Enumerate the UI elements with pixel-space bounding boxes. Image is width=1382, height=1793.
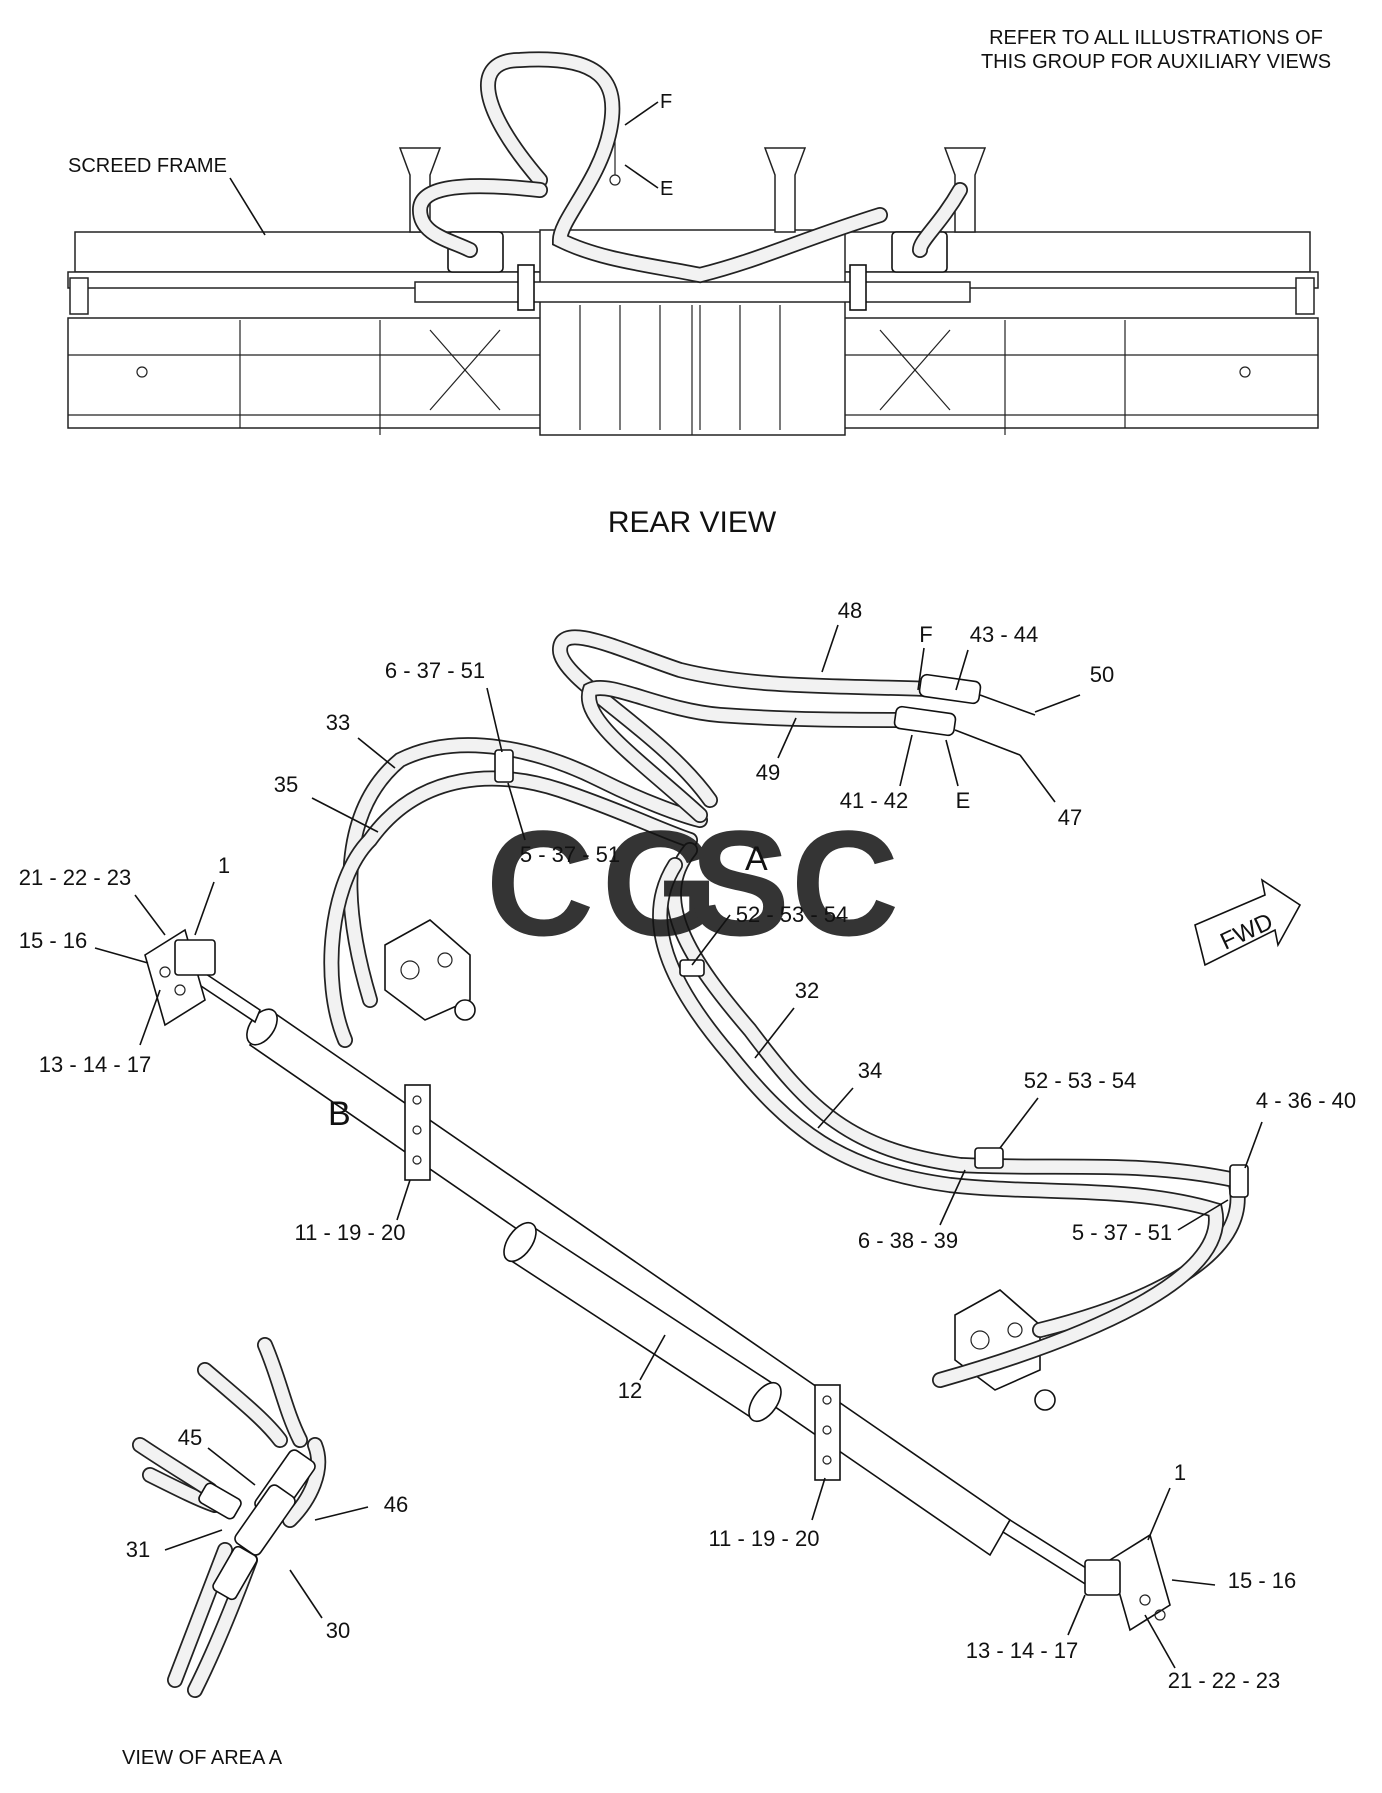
callout-34: 34 — [858, 1058, 882, 1083]
callout-43-44: 43 - 44 — [970, 622, 1039, 647]
callout-13-14-17-left: 13 - 14 - 17 — [39, 1052, 152, 1077]
view-of-area-a-caption: VIEW OF AREA A — [122, 1747, 283, 1769]
callout-13-14-17-right: 13 - 14 - 17 — [966, 1638, 1079, 1663]
watermark-letter-s: S — [690, 799, 790, 967]
callout-15-16-right: 15 - 16 — [1228, 1568, 1297, 1593]
callout-11-19-20-right: 11 - 19 - 20 — [709, 1526, 820, 1551]
callout-33: 33 — [326, 710, 350, 735]
area-a-detail: 45 46 31 30 — [126, 1337, 408, 1698]
left-mount-bracket — [404, 1084, 431, 1181]
callout-31: 31 — [126, 1537, 150, 1562]
callout-5-37-51-mid: 5 - 37 - 51 — [520, 842, 620, 867]
watermark-letter-g: G — [602, 799, 719, 967]
area-a-label: A — [745, 840, 768, 878]
callout-4-36-40: 4 - 36 - 40 — [1256, 1088, 1356, 1113]
callout-52-53-54-right: 52 - 53 - 54 — [1024, 1068, 1137, 1093]
left-valve-assembly — [384, 919, 471, 1021]
callout-21-22-23-left: 21 - 22 - 23 — [19, 865, 132, 890]
callout-f: F — [919, 622, 932, 647]
callout-49: 49 — [756, 760, 780, 785]
watermark-letter-c2: C — [791, 799, 899, 967]
main-assembly-illustration — [144, 629, 1249, 1632]
callout-6-38-39: 6 - 38 - 39 — [858, 1228, 958, 1253]
callouts: 48 F 43 - 44 50 6 - 37 - 51 33 35 49 41 … — [19, 598, 1356, 1693]
callout-46: 46 — [384, 1492, 408, 1517]
callout-52-53-54-top: 52 - 53 - 54 — [736, 902, 849, 927]
callout-1-right: 1 — [1174, 1460, 1186, 1485]
callout-48: 48 — [838, 598, 862, 623]
callout-30: 30 — [326, 1618, 350, 1643]
axle-tube — [248, 1008, 1012, 1557]
callout-11-19-20-left: 11 - 19 - 20 — [295, 1220, 406, 1245]
rear-view-label-e: E — [660, 178, 673, 200]
callout-50: 50 — [1090, 662, 1114, 687]
callout-1-left: 1 — [218, 853, 230, 878]
rear-view-illustration: SCREED FRAME F E — [67, 51, 1319, 436]
callout-5-37-51-right: 5 - 37 - 51 — [1072, 1220, 1172, 1245]
watermark-letter-c1: C — [486, 799, 594, 967]
callout-15-16-left: 15 - 16 — [19, 928, 88, 953]
rear-view-label-f: F — [660, 91, 672, 113]
callout-35: 35 — [274, 772, 298, 797]
screed-frame-label: SCREED FRAME — [68, 155, 227, 177]
callout-21-22-23-right: 21 - 22 - 23 — [1168, 1668, 1281, 1693]
watermark-logo: C G S C — [486, 799, 899, 967]
callout-12: 12 — [618, 1378, 642, 1403]
callout-32: 32 — [795, 978, 819, 1003]
roller-part — [508, 1223, 777, 1422]
note-line-1: REFER TO ALL ILLUSTRATIONS OF — [989, 27, 1323, 49]
note-line-2: THIS GROUP FOR AUXILIARY VIEWS — [981, 51, 1331, 73]
rear-view-title: REAR VIEW — [608, 506, 777, 539]
callout-47: 47 — [1058, 805, 1082, 830]
area-b-label: B — [328, 1095, 351, 1133]
callout-45: 45 — [178, 1425, 202, 1450]
right-mount-bracket — [814, 1384, 841, 1481]
callout-6-37-51-top: 6 - 37 - 51 — [385, 658, 485, 683]
callout-41-42: 41 - 42 — [840, 788, 909, 813]
right-end-plate — [1109, 1533, 1171, 1632]
forward-arrow: FWD — [1194, 878, 1302, 967]
callout-e: E — [956, 788, 971, 813]
